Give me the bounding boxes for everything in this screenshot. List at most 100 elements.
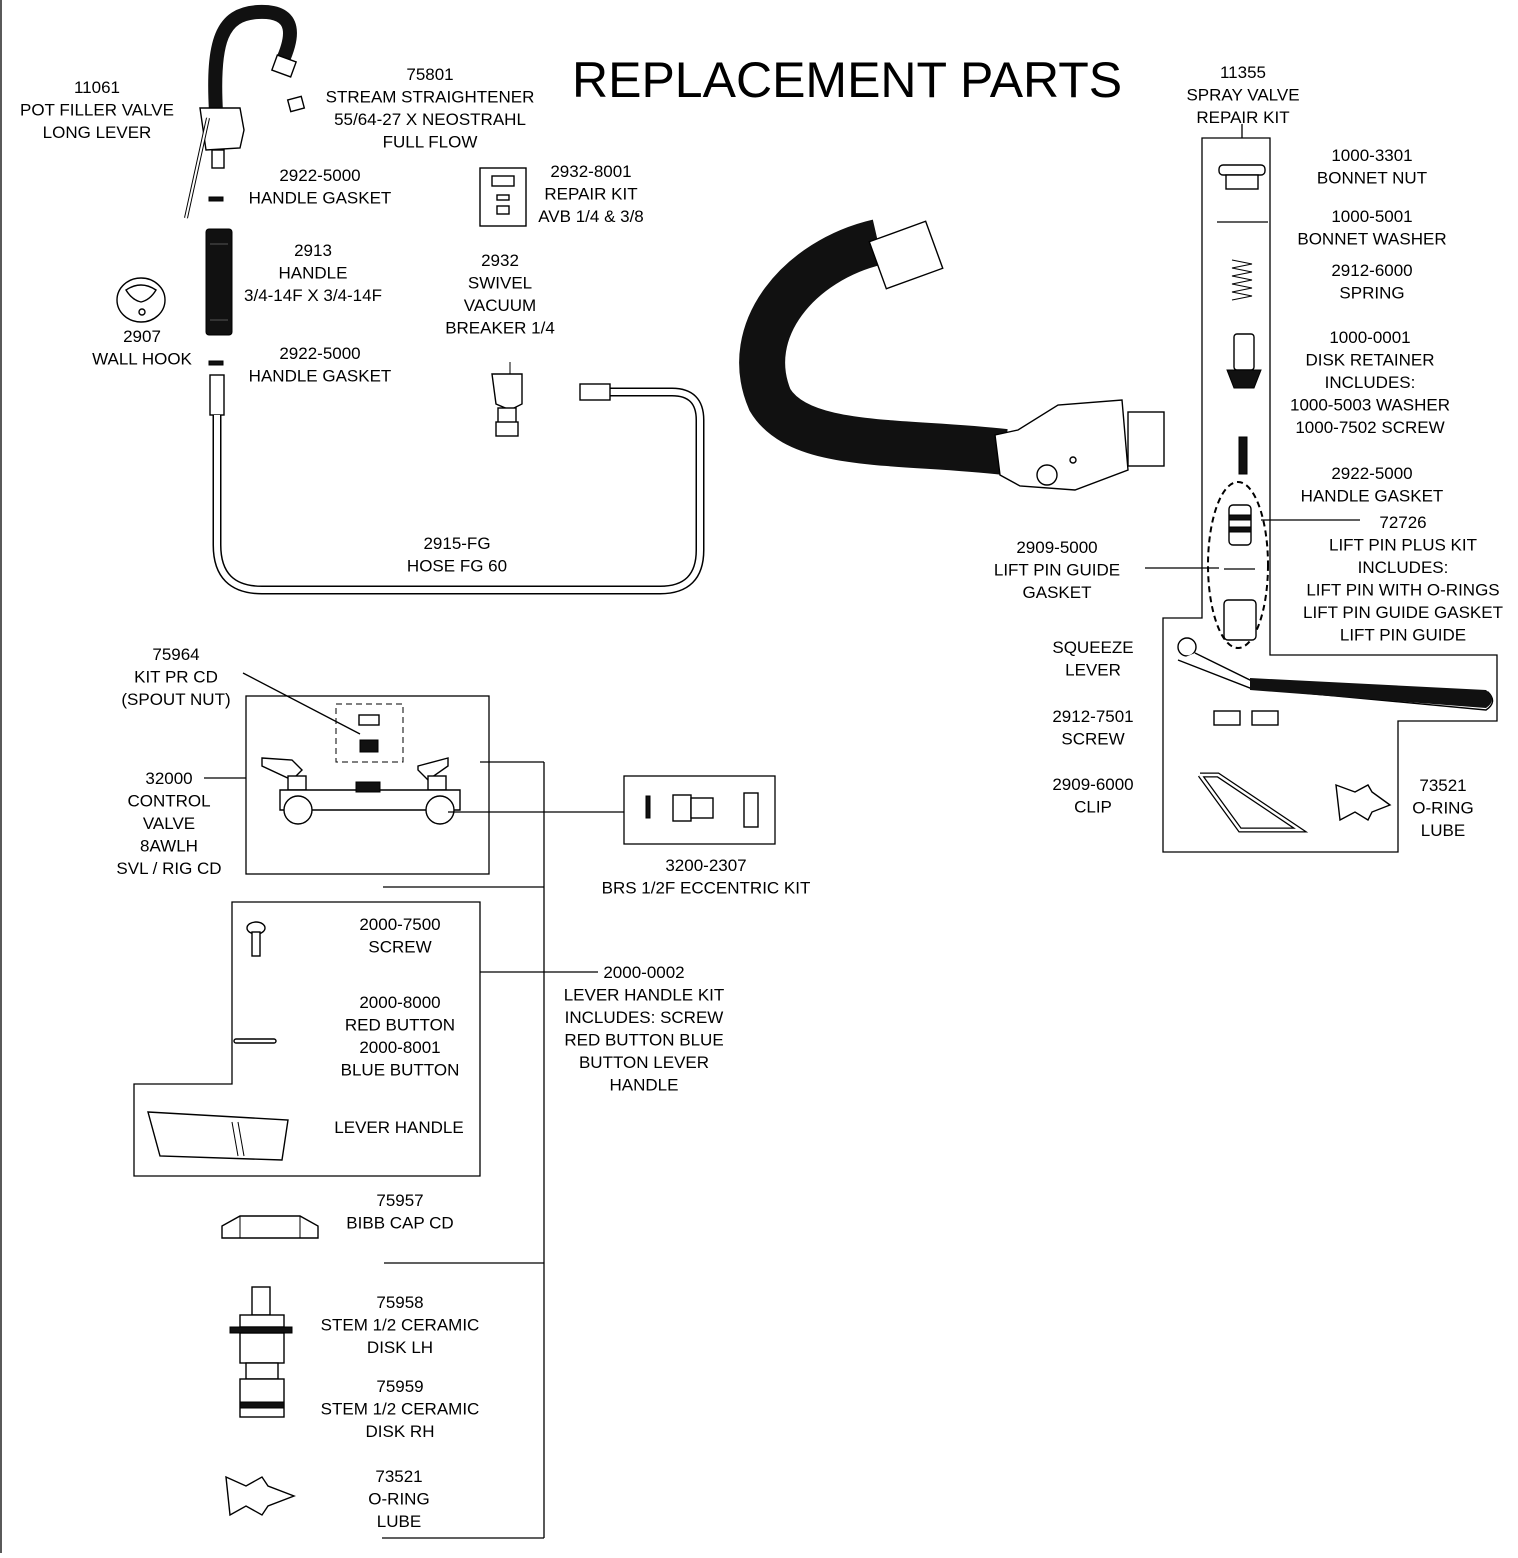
callout-line: 3200-2307 <box>665 856 746 875</box>
eccentric-kit-drawing <box>645 792 759 828</box>
callout-line: 2912-7501 <box>1052 707 1133 726</box>
callout-line: INCLUDES: <box>1325 373 1416 392</box>
spray-valve-drawing <box>739 219 1165 491</box>
spout-nut-drawing <box>358 714 380 753</box>
callout-line: LUBE <box>377 1512 421 1531</box>
callout-line: RED BUTTON BLUE <box>564 1031 723 1050</box>
callout-line: 8AWLH <box>140 837 198 856</box>
o-ring-lube-right-drawing <box>1335 783 1392 822</box>
callout-line: LEVER HANDLE <box>334 1118 463 1137</box>
callout-line: 2932 <box>481 251 519 270</box>
handle-gasket-top-drawing <box>208 196 224 202</box>
callout-line: LIFT PIN WITH O-RINGS <box>1306 581 1499 600</box>
callout-line: 2922-5000 <box>1331 464 1412 483</box>
callout-line: KIT PR CD <box>134 668 218 687</box>
callout-line: BONNET WASHER <box>1297 230 1446 249</box>
callout-line: 2913 <box>294 241 332 260</box>
callout-line: SPRAY VALVE <box>1186 86 1299 105</box>
callout-line: RED BUTTON <box>345 1016 455 1035</box>
callout-line: SWIVEL <box>468 274 532 293</box>
callout-line: HANDLE <box>610 1076 679 1095</box>
callout-line: 73521 <box>375 1467 422 1486</box>
stream-straightener-drawing <box>286 95 306 113</box>
callout-line: 1000-5001 <box>1331 207 1412 226</box>
callout-line: 2909-6000 <box>1052 775 1133 794</box>
repair-kit-avb-drawing <box>479 167 527 227</box>
callout-line: 2932-8001 <box>550 162 631 181</box>
callout-line: 2915-FG <box>423 534 490 553</box>
spring-drawing <box>1231 259 1253 301</box>
callout-line: BLUE BUTTON <box>341 1061 460 1080</box>
callout-line: LIFT PIN GUIDE GASKET <box>1303 603 1503 622</box>
callout-line: 75957 <box>376 1191 423 1210</box>
clip-drawing <box>1197 772 1309 833</box>
disk-retainer-drawing <box>1226 333 1262 389</box>
screw-spray-drawing <box>1213 710 1279 726</box>
callout-line: HANDLE GASKET <box>1301 487 1444 506</box>
callout-line: SPRING <box>1339 284 1404 303</box>
callout-line: BRS 1/2F ECCENTRIC KIT <box>602 879 811 898</box>
callout-line: 32000 <box>145 769 192 788</box>
spout-nut-box <box>335 703 404 763</box>
callout-line: LONG LEVER <box>43 123 152 142</box>
callout-line: 2922-5000 <box>279 166 360 185</box>
callout-line: VACUUM <box>464 296 536 315</box>
callout-line: REPAIR KIT <box>544 185 637 204</box>
callout-line: INCLUDES: <box>1358 558 1449 577</box>
callout-line: 1000-7502 SCREW <box>1295 418 1444 437</box>
callout-line: DISK RH <box>366 1422 435 1441</box>
lift-pin-kit-drawing <box>1207 481 1269 649</box>
callout-line: WALL HOOK <box>92 350 192 369</box>
callout-line: HOSE FG 60 <box>407 557 507 576</box>
callout-line: O-RING <box>368 1490 429 1509</box>
callout-hose: 2915-FG HOSE FG 60 <box>407 534 507 576</box>
bibb-cap-drawing <box>221 1215 319 1239</box>
callout-line: HANDLE <box>279 264 348 283</box>
callout-line: 2000-7500 <box>359 915 440 934</box>
callout-line: 1000-3301 <box>1331 146 1412 165</box>
button-drawing <box>233 1038 277 1044</box>
callout-line: HANDLE GASKET <box>249 189 392 208</box>
callout-lever-handle: LEVER HANDLE <box>334 1118 463 1137</box>
callout-line: BUTTON LEVER <box>579 1053 709 1072</box>
callout-line: 2000-8001 <box>359 1038 440 1057</box>
callout-line: 2912-6000 <box>1331 261 1412 280</box>
callout-line: 55/64-27 X NEOSTRAHL <box>334 110 526 129</box>
callout-line: SCREW <box>368 938 431 957</box>
callout-line: 2909-5000 <box>1016 538 1097 557</box>
callout-line: 2000-0002 <box>603 963 684 982</box>
callout-line: GASKET <box>1023 583 1092 602</box>
callout-line: 2922-5000 <box>279 344 360 363</box>
handle-gasket-bottom-drawing <box>208 360 224 366</box>
swivel-vacuum-breaker-drawing <box>491 362 523 437</box>
callout-line: 75801 <box>406 65 453 84</box>
callout-line: AVB 1/4 & 3/8 <box>538 207 644 226</box>
callout-line: 72726 <box>1379 513 1426 532</box>
callout-line: LEVER <box>1065 661 1121 680</box>
callout-line: HANDLE GASKET <box>249 367 392 386</box>
handle-drawing <box>205 228 233 336</box>
callout-line: 11061 <box>74 78 120 97</box>
callout-line: 2000-8000 <box>359 993 440 1012</box>
wall-hook-drawing <box>116 277 166 323</box>
lever-handle-drawing <box>147 1111 289 1161</box>
o-ring-lube-bottom-drawing <box>225 1475 296 1517</box>
callout-line: 2907 <box>123 327 161 346</box>
callout-line: STEM 1/2 CERAMIC <box>321 1316 480 1335</box>
bonnet-nut-drawing <box>1218 164 1266 190</box>
